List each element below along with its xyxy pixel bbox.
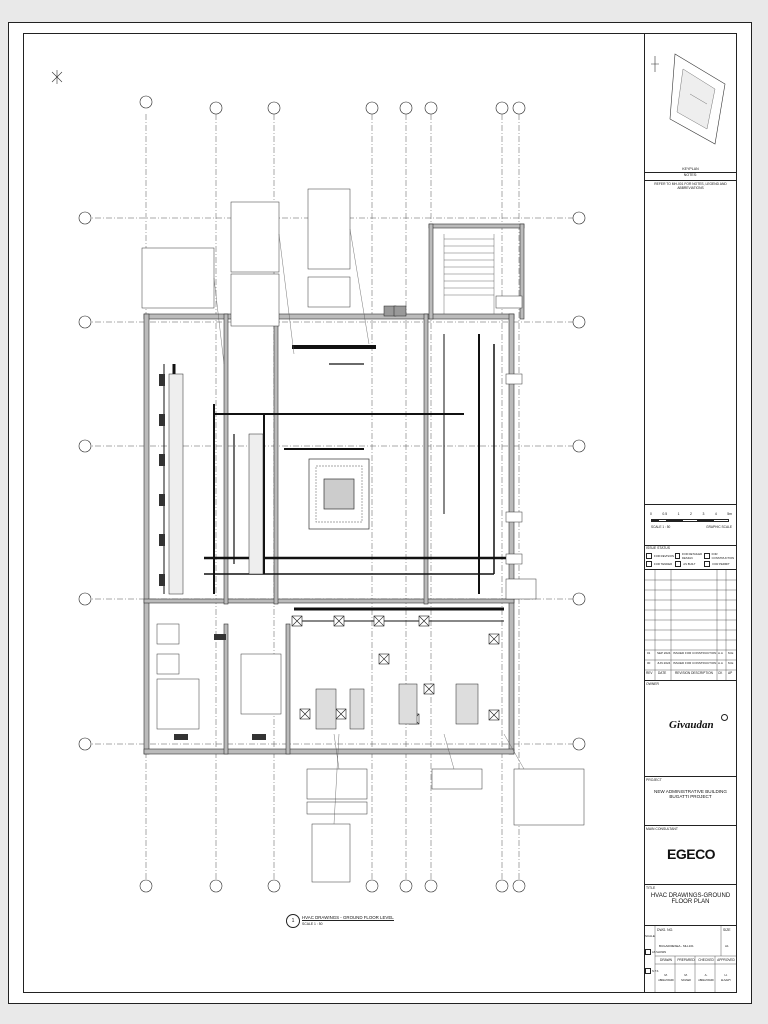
status-option[interactable]: FOR DETAILED DESIGN: [675, 552, 703, 560]
keyplan-drawing: [651, 53, 726, 145]
signoff-names: ABDELHAMID NASSER ABDELHAMID ELSAWY: [658, 979, 731, 982]
status-option[interactable]: FOR REVISION: [646, 552, 674, 560]
drawing-sheet: 1 HVAC DRAWINGS - GROUND FLOOR LEVEL SCA…: [8, 22, 752, 1004]
sheet-size: A1: [725, 944, 729, 948]
checkbox-icon: [704, 553, 710, 559]
project-box: PROJECT NEW ADMINISTRATIVE BUILDING BUGA…: [645, 777, 736, 826]
graphic-scale-label: GRAPHIC SCALE: [706, 525, 732, 529]
staircase: [443, 234, 495, 314]
checkbox-icon: [646, 561, 652, 567]
consultant-label: MAIN CONSULTANT: [646, 827, 678, 831]
plan-scale: SCALE 1 : 50: [302, 922, 323, 926]
notes-title: NOTES:: [645, 173, 736, 181]
building-walls: [143, 223, 525, 755]
title-box: TITLE HVAC DRAWINGS-GROUND FLOOR PLAN: [645, 885, 736, 926]
project-line2: BUGATTI PROJECT: [669, 794, 712, 799]
scale-label: SCALE 1 : 50: [651, 525, 671, 529]
title-block: KEYPLAN NOTES: REFER TO MH-001 FOR NOTES…: [645, 34, 736, 992]
grid-bubbles: [78, 95, 586, 893]
title-line2: FLOOR PLAN: [671, 899, 710, 905]
scale-option[interactable]: AS SHOWN: [645, 949, 666, 955]
project-label: PROJECT: [646, 778, 662, 782]
drawing-number-box: SCALE DWG. NO. SIZE BUGA000ESEA - MH-101…: [645, 926, 736, 992]
keyplan-title: KEYPLAN: [682, 167, 699, 171]
leader-lines: [213, 228, 525, 825]
checkbox-icon: [645, 968, 651, 974]
sheet-border: 1 HVAC DRAWINGS - GROUND FLOOR LEVEL SCA…: [23, 33, 737, 993]
givaudan-logo: Givaudan: [669, 719, 714, 731]
status-option[interactable]: FOR PERMIT: [704, 561, 735, 567]
floor-plan-svg: [51, 70, 586, 893]
north-arrow-icon: [51, 70, 63, 84]
status-option[interactable]: FOR TENDER: [646, 561, 674, 567]
owner-label: OWNER: [646, 682, 659, 686]
annotation-boxes: [141, 188, 585, 883]
consultant-box: MAIN CONSULTANT EGECO: [645, 826, 736, 885]
project-line1: NEW ADMINISTRATIVE BUILDING: [654, 789, 727, 794]
dwg-grid: [654, 926, 736, 992]
owner-box: OWNER Givaudan: [645, 681, 736, 777]
plan-number: 1: [286, 914, 300, 928]
scale-label-box: SCALE: [645, 934, 655, 938]
floor-plan-area: 1 HVAC DRAWINGS - GROUND FLOOR LEVEL SCA…: [24, 34, 645, 992]
signoff-headers: DRAWN PREPARED CHECKED APPROVED: [660, 958, 735, 962]
revision-grid: [645, 570, 736, 680]
status-option[interactable]: AS BUILT: [675, 561, 703, 567]
dwg-number: BUGA000ESEA - MH-101: [659, 944, 694, 948]
egeco-logo: EGECO: [667, 846, 716, 862]
keyplan-north-icon: [651, 56, 659, 72]
checkbox-icon: [675, 553, 680, 559]
issue-status-title: ISSUE STATUS: [646, 546, 670, 550]
dwg-label: DWG. NO.: [657, 928, 674, 932]
core-room: [308, 458, 370, 530]
scale-bar: [651, 519, 730, 522]
vav-units: [168, 305, 479, 730]
title-line1: HVAC DRAWINGS-GROUND: [650, 893, 731, 899]
checkbox-icon: [646, 553, 652, 559]
duct-network: [163, 334, 514, 622]
registered-mark-icon: [721, 714, 728, 721]
checkbox-icon: [645, 949, 651, 955]
signoff-initials: M. M. A. H.: [664, 973, 728, 977]
scale-option[interactable]: N.T.S: [645, 968, 658, 974]
issue-status-box: ISSUE STATUS FOR REVISION FOR DETAILED D…: [645, 545, 736, 570]
duct-drops: [159, 374, 266, 740]
keyplan-box: KEYPLAN: [645, 34, 736, 173]
status-option[interactable]: FOR CONSTRUCTION: [704, 552, 735, 560]
checkbox-icon: [675, 561, 682, 567]
notes-text: REFER TO MH-001 FOR NOTES, LEGEND AND AB…: [654, 182, 727, 190]
title-label: TITLE: [646, 886, 656, 890]
checkbox-icon: [704, 561, 711, 567]
size-label: SIZE: [723, 928, 731, 932]
plan-title: HVAC DRAWINGS - GROUND FLOOR LEVEL: [302, 915, 394, 921]
revision-table: 01 SEP 2024 ISSUED FOR CONSTRUCTION A.A …: [645, 570, 736, 681]
